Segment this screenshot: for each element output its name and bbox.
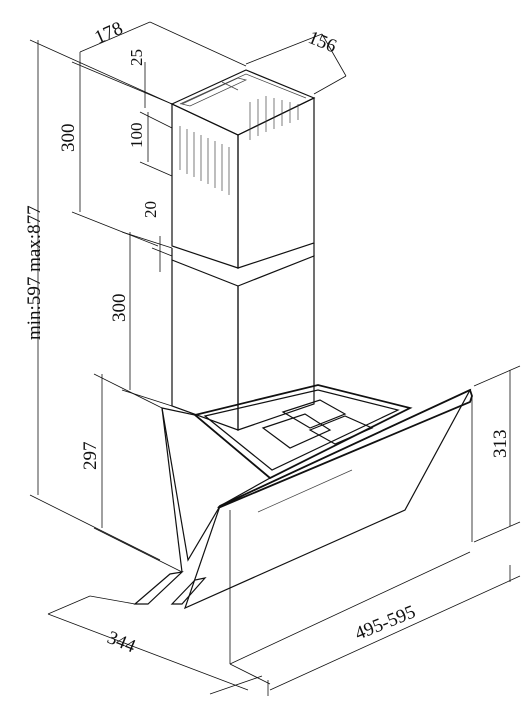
label-lower-chimney-height: 300: [109, 294, 130, 323]
lower-chimney: [171, 243, 315, 431]
hood-body: [133, 384, 473, 610]
label-hood-width-range: 495-595: [352, 601, 419, 644]
label-hood-height-right: 313: [490, 430, 511, 459]
label-upper-chimney-height: 300: [58, 124, 79, 153]
label-overlap: 20: [141, 201, 160, 218]
label-hood-height-left: 297: [80, 442, 101, 471]
vent-slots-right: [249, 96, 299, 140]
label-vent-height: 100: [127, 123, 146, 149]
label-chimney-depth: 178: [91, 18, 126, 49]
dimension-labels: 178 156 25 300 100 20 300 min:597 max:87…: [24, 18, 511, 658]
vent-slots-front: [179, 126, 230, 195]
label-chimney-width: 156: [305, 27, 339, 57]
upper-chimney: [170, 69, 316, 269]
label-total-height-range: min:597 max:877: [24, 205, 45, 340]
dimension-lines: [29, 21, 521, 696]
label-top-gap: 25: [127, 49, 146, 66]
label-hood-depth: 344: [104, 627, 139, 657]
